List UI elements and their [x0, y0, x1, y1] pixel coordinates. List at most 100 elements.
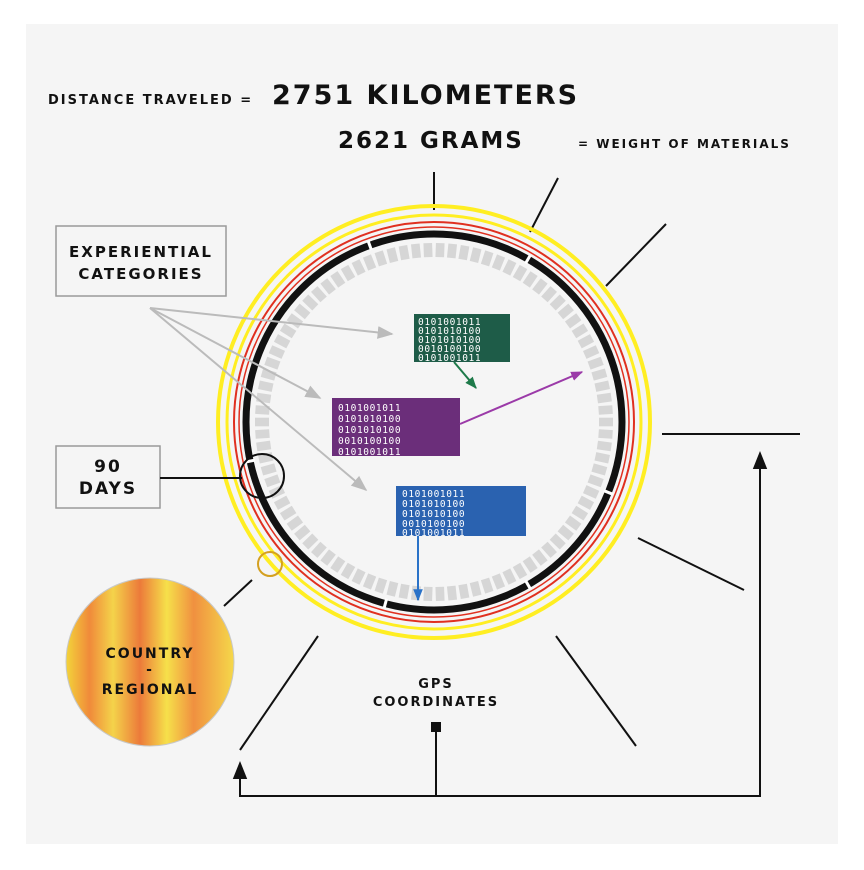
day-segment — [320, 549, 336, 566]
day-segment — [256, 440, 272, 452]
day-segment — [458, 583, 470, 600]
day-segment — [330, 556, 346, 573]
purple-row: 0010100100 — [338, 436, 401, 447]
day-segment — [564, 313, 582, 329]
blue-row: 0010100100 — [402, 519, 465, 530]
blue-row: 0101010100 — [402, 509, 465, 520]
yellow-ring-outer — [216, 204, 652, 640]
radial-line — [223, 579, 253, 607]
day-segment — [591, 463, 608, 476]
day-segment — [264, 356, 281, 370]
day-segment — [386, 581, 399, 597]
green-box — [414, 314, 510, 362]
region-marker — [257, 551, 283, 577]
day-segment — [512, 562, 528, 580]
country-line1: COUNTRY — [106, 646, 195, 662]
day-segment — [571, 323, 589, 339]
day-segment — [577, 334, 595, 349]
green-row: 0101001011 — [418, 317, 481, 328]
day-segments — [255, 242, 613, 602]
day-segment — [587, 474, 604, 488]
day-segment — [594, 380, 610, 392]
day-segment — [522, 556, 538, 573]
day-segment — [423, 586, 433, 602]
day-segment — [446, 585, 458, 601]
days-line2: DAYS — [79, 479, 137, 499]
blue-row: 0101010100 — [402, 499, 465, 510]
day-segment — [340, 562, 356, 580]
gps-line2: COORDINATES — [373, 695, 499, 710]
ring-gap — [382, 598, 389, 609]
purple-row: 0101010100 — [338, 425, 401, 436]
green-arrow — [453, 361, 477, 389]
day-segment — [469, 581, 482, 597]
day-segment — [294, 303, 311, 320]
day-segment — [435, 242, 445, 258]
day-segment — [557, 303, 574, 320]
black-ring — [242, 230, 626, 614]
green-row: 0101010100 — [418, 335, 481, 346]
day-segment — [302, 294, 319, 311]
purple-binary-box: 0101001011 0101010100 0101010100 0010100… — [332, 371, 584, 458]
gps-connectors — [232, 451, 768, 797]
day-segment — [264, 474, 281, 488]
day-segment — [549, 533, 566, 550]
red-ring-inner — [238, 226, 630, 618]
day-segment — [286, 515, 304, 531]
radial-lines — [223, 172, 800, 751]
connector-left — [232, 761, 436, 797]
day-segment — [532, 278, 548, 295]
day-segment — [491, 254, 506, 271]
day-segment — [598, 405, 613, 415]
day-segment — [255, 417, 269, 427]
day-segment — [435, 586, 445, 602]
day-segment — [386, 247, 399, 263]
day-segment — [255, 429, 270, 439]
country-regional-disc — [65, 577, 235, 747]
radial-line — [555, 635, 637, 747]
connector-right — [436, 451, 768, 797]
day-segment — [587, 356, 604, 370]
day-segment — [260, 368, 277, 381]
purple-row: 0101001011 — [338, 403, 401, 414]
day-segment — [302, 533, 319, 550]
green-row: 0101001011 — [418, 353, 481, 364]
day-segment — [268, 345, 286, 359]
radial-line — [637, 537, 745, 591]
day-segment — [351, 259, 366, 276]
day-segment — [398, 583, 410, 600]
day-segment — [502, 568, 517, 585]
ring-gap — [524, 254, 532, 265]
green-binary-box: 0101001011 0101010100 0101010100 0010100… — [414, 314, 510, 389]
day-segment — [582, 485, 600, 499]
day-segment — [582, 345, 600, 359]
day-segment — [273, 495, 291, 510]
day-segment — [596, 440, 612, 452]
country-line3: REGIONAL — [102, 682, 198, 698]
day-segment — [294, 524, 311, 541]
distance-value: 2751 KILOMETERS — [272, 80, 579, 111]
day-segment — [258, 380, 274, 392]
green-row: 0010100100 — [418, 344, 481, 355]
days-box — [55, 445, 161, 509]
gps-node — [431, 722, 441, 732]
weight-value: 2621 GRAMS — [338, 128, 524, 154]
blue-row: 0101001011 — [402, 528, 465, 539]
days-line1: 90 — [94, 457, 122, 477]
day-segment — [374, 577, 388, 594]
day-segment — [260, 463, 277, 476]
day-segment — [330, 271, 346, 288]
country-line2: - — [146, 662, 154, 678]
category-pointers — [149, 307, 394, 492]
day-segment — [311, 286, 327, 303]
day-segment — [311, 541, 327, 558]
day-segment — [340, 264, 356, 282]
day-segment — [599, 417, 613, 427]
day-segment — [541, 286, 557, 303]
day-segment — [351, 568, 366, 585]
blue-box — [396, 486, 526, 536]
day-segment — [320, 278, 336, 295]
pointer-to-green — [149, 307, 394, 339]
distance-prefix: DISTANCE TRAVELED = — [48, 93, 253, 108]
